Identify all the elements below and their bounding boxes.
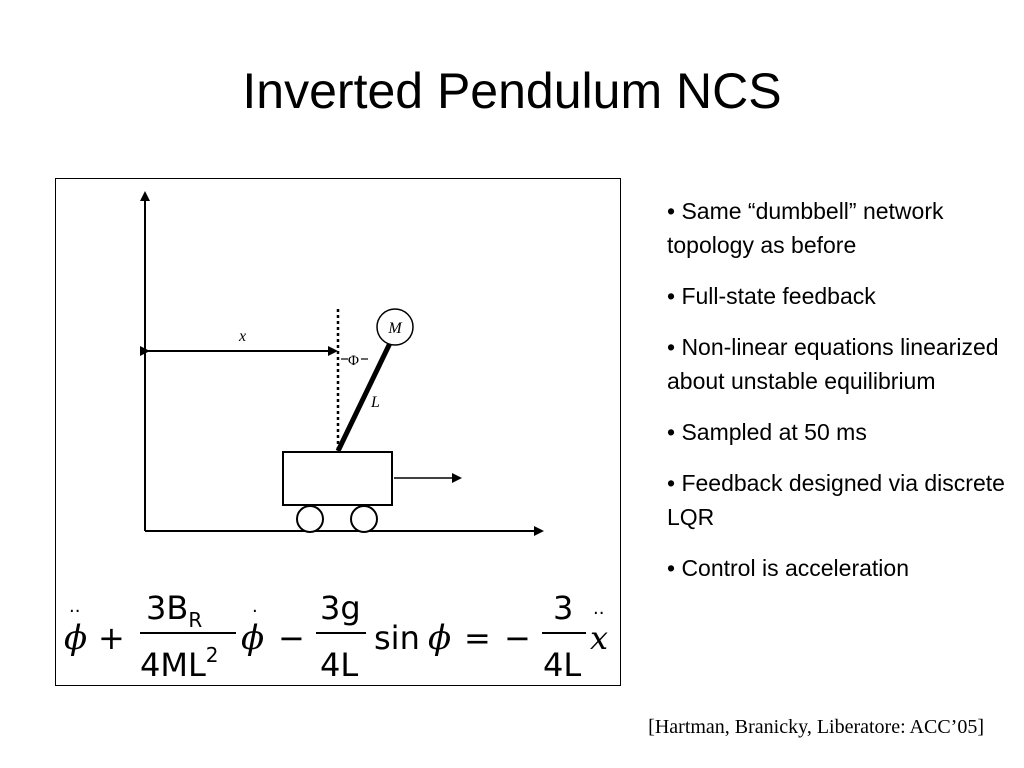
bullet-item: • Full-state feedback	[667, 283, 876, 309]
eq-coef3-den: 4L	[543, 646, 581, 684]
bullet-item: • Feedback designed via discrete LQR	[667, 470, 1005, 530]
eq-phi-ddot-dots: ··	[69, 601, 80, 622]
bullet-item: • Non-linear equations linearized about …	[667, 334, 999, 394]
bullet-item: • Control is acceleration	[667, 555, 909, 581]
cart-wheel-right	[350, 505, 378, 533]
bullet-list: • Same “dumbbell” network topology as be…	[667, 194, 1007, 602]
eq-coef3-num: 3	[553, 589, 573, 627]
phi-label: Φ	[348, 353, 359, 369]
pendulum-mass	[376, 308, 414, 346]
eq-phi: ϕ	[428, 618, 451, 658]
eq-coef1-num: 3BR	[146, 589, 202, 632]
slide-title: Inverted Pendulum NCS	[242, 63, 782, 119]
equation-of-motion: ϕ ·· + 3BR 4ML2 ϕ · − 3g 4L sin ϕ = − 3 …	[64, 589, 608, 684]
eq-phi-dot-mark: ·	[252, 601, 258, 622]
x-label: x	[238, 328, 246, 345]
bullet-item: • Sampled at 50 ms	[667, 419, 867, 445]
eq-coef1-den: 4ML2	[140, 643, 219, 684]
eq-x-ddot-dots: ··	[593, 603, 604, 624]
eq-equals: =	[464, 619, 491, 657]
length-label: L	[370, 394, 380, 411]
eq-coef2-den: 4L	[320, 646, 358, 684]
eq-x-ddot: x	[590, 619, 608, 657]
cart-body	[282, 451, 393, 506]
pendulum-rod	[335, 339, 394, 453]
bullet-item: • Same “dumbbell” network topology as be…	[667, 198, 944, 258]
eq-sin: sin	[374, 619, 420, 657]
eq-coef2-num: 3g	[320, 589, 361, 627]
eq-phi-dot: ϕ	[241, 618, 264, 658]
eq-minus-2: −	[504, 619, 531, 657]
eq-plus: +	[98, 619, 125, 657]
mass-label: M	[387, 320, 403, 337]
pendulum-figure: x Φ L M ϕ ·· + 3BR 4ML2 ϕ · − 3g	[55, 178, 621, 686]
pendulum-diagram: x Φ L M ϕ ·· + 3BR 4ML2 ϕ · − 3g	[64, 191, 608, 684]
eq-phi-ddot: ϕ	[64, 618, 87, 658]
cart-wheel-left	[296, 505, 324, 533]
citation: [Hartman, Branicky, Liberatore: ACC’05]	[648, 716, 984, 738]
eq-minus-1: −	[278, 619, 305, 657]
